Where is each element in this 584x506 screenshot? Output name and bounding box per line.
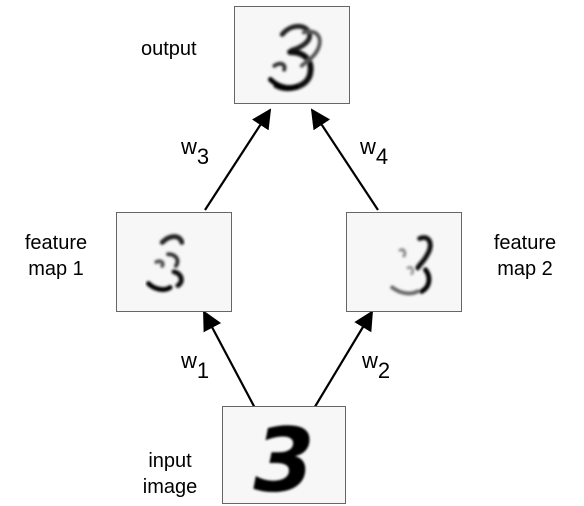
input-image-label-line1: input	[148, 450, 192, 472]
output-image	[234, 6, 350, 104]
arrow-fm1-to-output	[204, 108, 272, 211]
input-digit: 3	[253, 409, 314, 503]
arrow-input-to-fm1	[203, 310, 257, 411]
feature-map-1-label-line1: feature	[24, 232, 88, 254]
output-label: output	[141, 38, 197, 60]
weight-label-w4: w4	[360, 134, 388, 170]
weight-label-w1: w1	[181, 348, 209, 384]
arrow-fm2-to-output	[310, 108, 379, 211]
input-image: 3	[222, 406, 346, 504]
feature-map-1-label-line2: map 1	[28, 258, 84, 280]
input-image-label-line2: image	[142, 476, 198, 498]
feature-map-1-image	[116, 212, 232, 312]
weight-w1-base: w	[181, 348, 197, 373]
weight-w4-sub: 4	[375, 144, 389, 169]
feature-map-2-label-line2: map 2	[497, 258, 553, 280]
arrow-input-to-fm2	[312, 310, 374, 411]
feature-map-2-label-line1: feature	[493, 232, 557, 254]
feature-map-2-label: feature map 2	[482, 230, 568, 282]
weight-w4-base: w	[360, 134, 376, 159]
weight-label-w2: w2	[362, 348, 390, 384]
weight-w2-sub: 2	[377, 358, 391, 383]
feature-map-2-image	[346, 212, 462, 312]
weight-w3-sub: 3	[196, 144, 210, 169]
weight-w3-base: w	[181, 134, 197, 159]
input-image-label: input image	[128, 448, 212, 500]
weight-w1-sub: 1	[196, 358, 210, 383]
feature-map-1-label: feature map 1	[14, 230, 98, 282]
weight-w2-base: w	[362, 348, 378, 373]
weight-label-w3: w3	[181, 134, 209, 170]
